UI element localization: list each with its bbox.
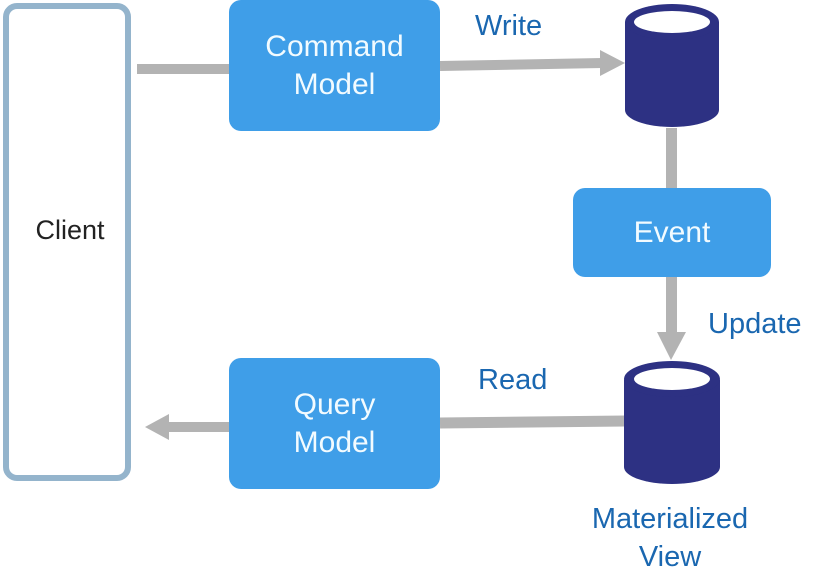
client-label: Client	[35, 215, 105, 245]
command-model-label-line1: Command	[265, 29, 404, 63]
connector-query-client	[165, 422, 231, 432]
connector-view-query	[439, 415, 627, 429]
write-edge-label: Write	[475, 10, 543, 42]
materialized-view-label-line1: Materialized	[591, 503, 749, 535]
update-edge-label: Update	[708, 308, 802, 340]
event-label: Event	[633, 215, 711, 249]
materialized-view-label-line2: View	[638, 541, 702, 573]
command-model-label-line2: Model	[293, 67, 376, 101]
database-icon	[625, 4, 719, 127]
arrowhead-write	[600, 50, 625, 76]
database-icon	[624, 361, 720, 484]
arrowhead-update	[657, 332, 686, 360]
connector-client-command	[137, 64, 230, 74]
query-model-box: Query Model	[229, 358, 440, 489]
client-box	[3, 3, 131, 481]
query-model-label-line2: Model	[293, 425, 376, 459]
connector-event-view	[666, 276, 677, 334]
event-box: Event	[573, 188, 771, 277]
query-model-label-line1: Query	[293, 387, 376, 421]
command-model-box: Command Model	[229, 0, 440, 131]
connector-store-event	[666, 128, 677, 190]
materialized-view-label: Materialized View	[570, 500, 770, 576]
arrowhead-client	[145, 414, 169, 440]
read-edge-label: Read	[478, 364, 548, 396]
connector-command-write	[439, 58, 603, 71]
